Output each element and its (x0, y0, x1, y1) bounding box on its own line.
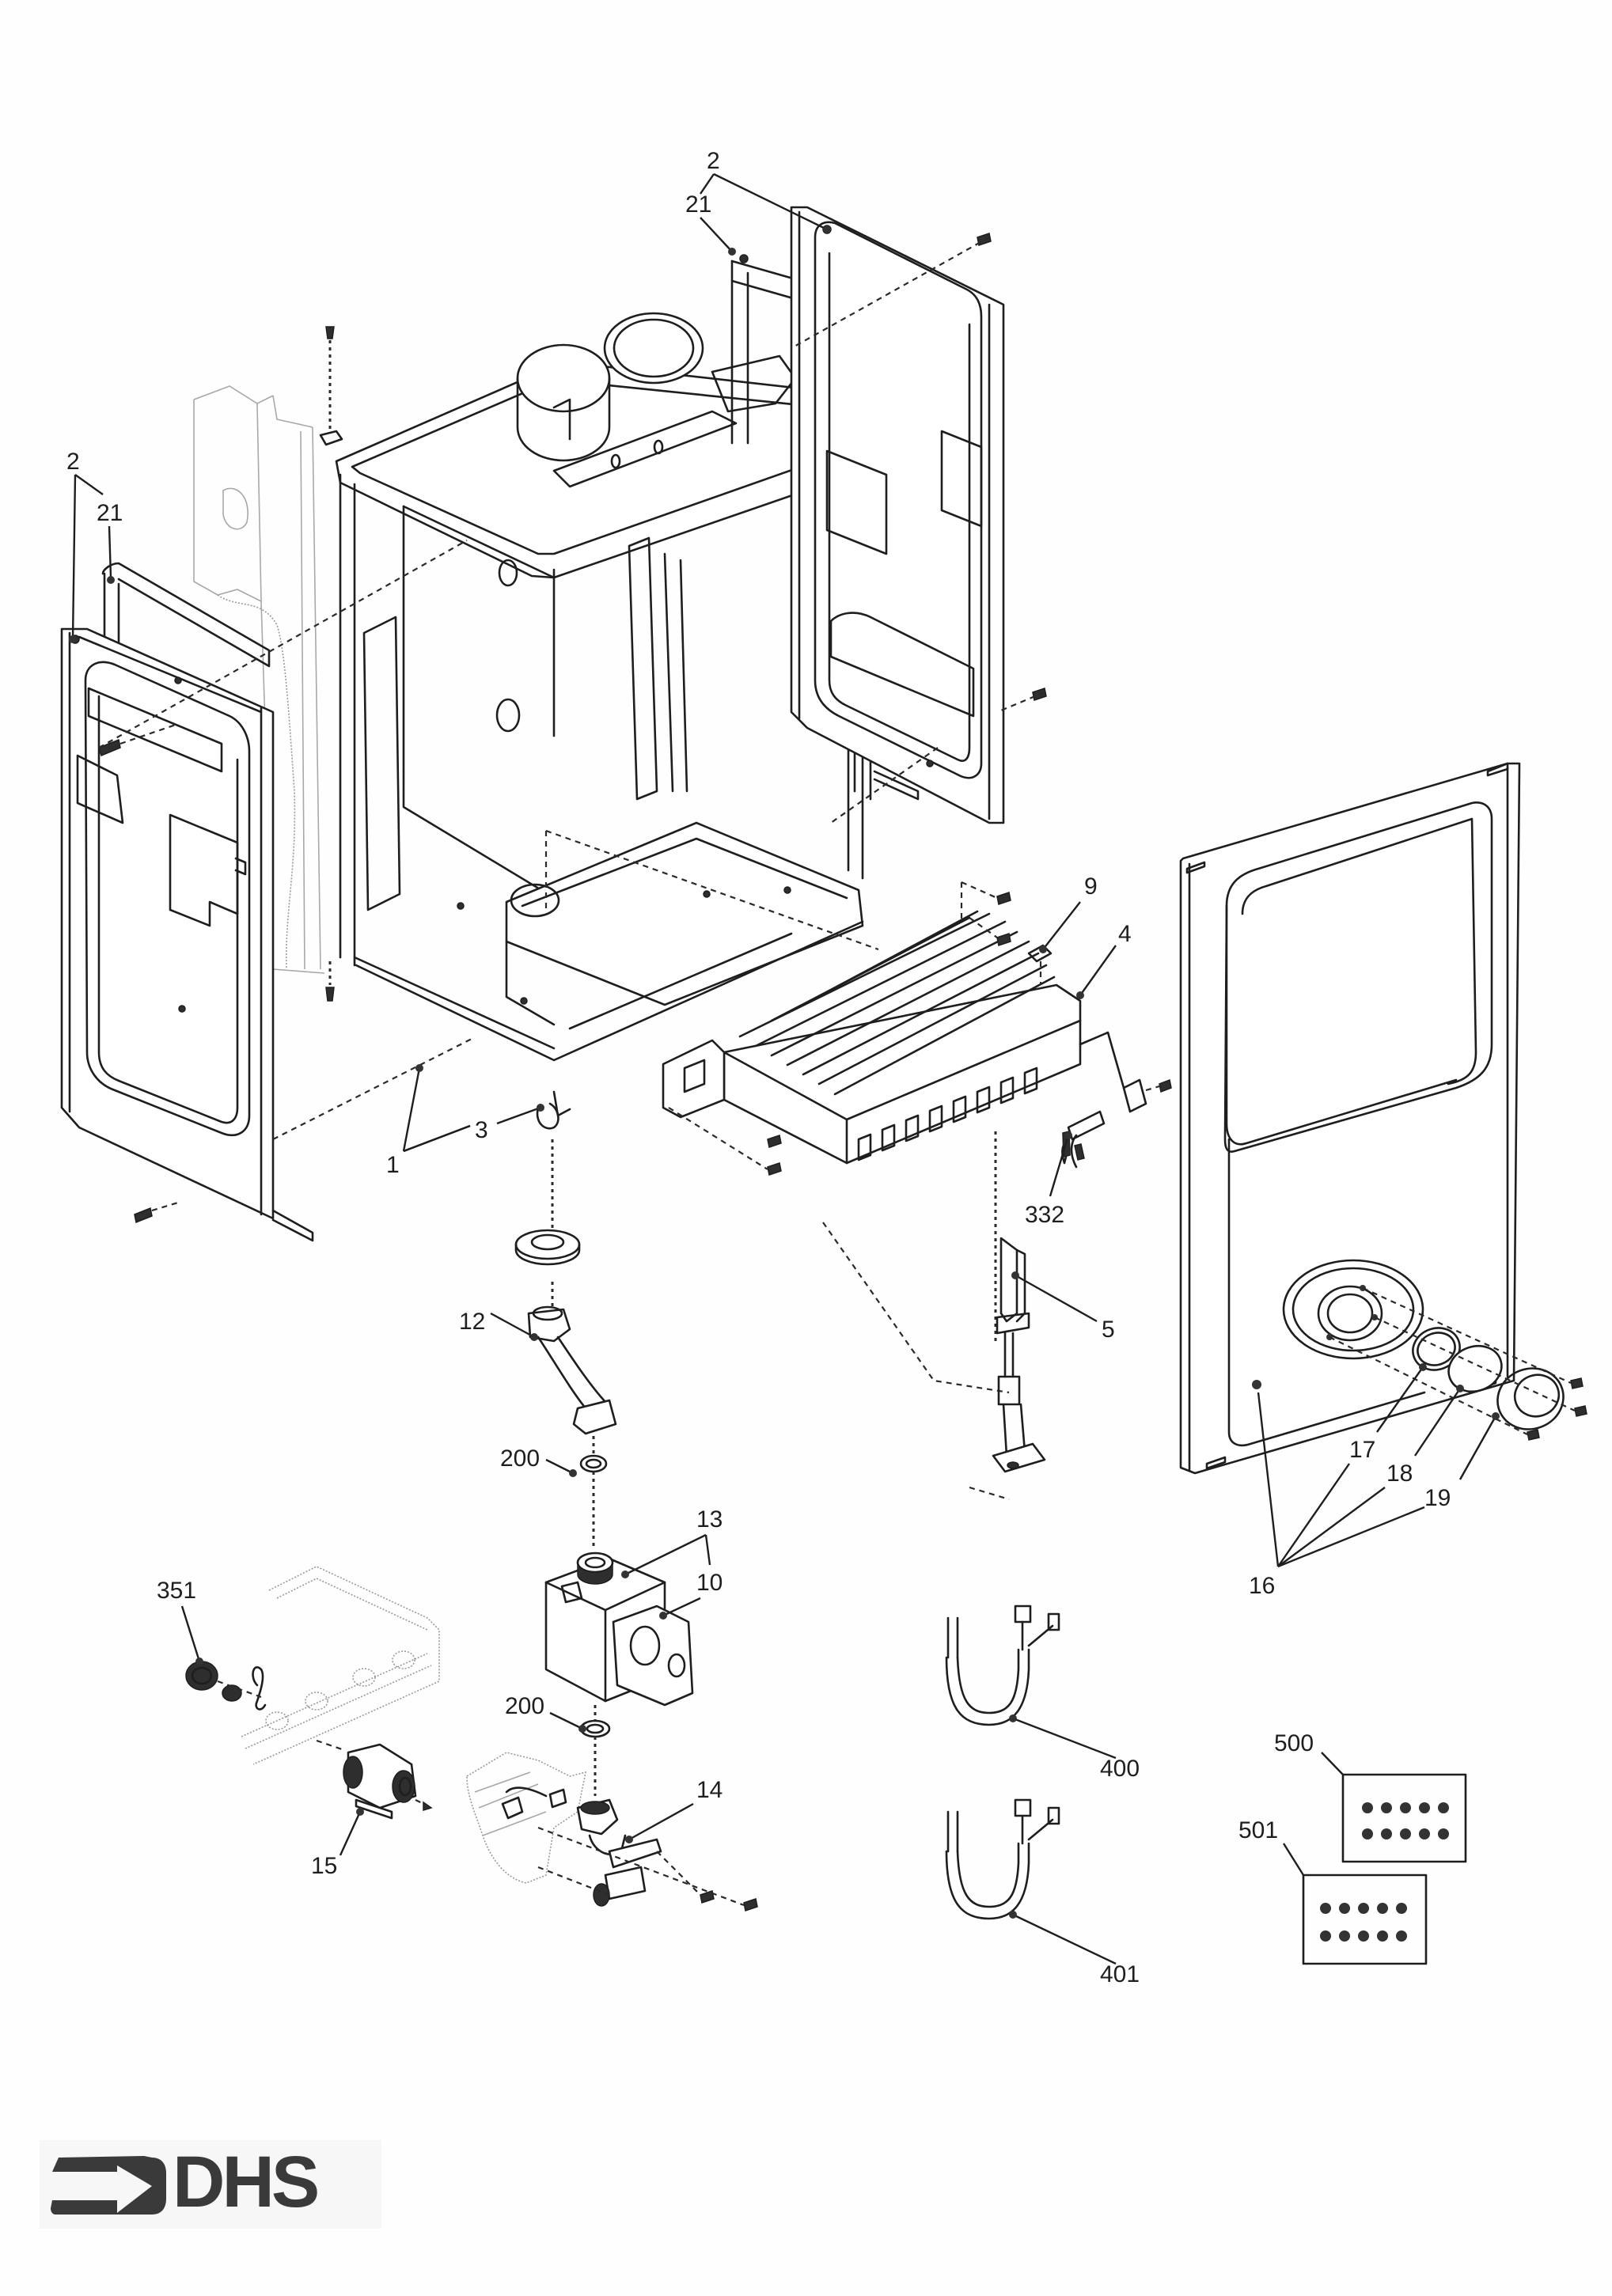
callout-3: 3 (475, 1117, 488, 1143)
callout-14: 14 (696, 1777, 723, 1803)
callout-200-upper: 200 (500, 1445, 540, 1472)
harness-400 (945, 1605, 1060, 1726)
callout-200-lower: 200 (505, 1693, 544, 1719)
callout-5: 5 (1102, 1317, 1115, 1343)
arrow-right-icon (51, 2156, 166, 2215)
callout-400: 400 (1100, 1756, 1140, 1782)
callout-2-left: 2 (66, 449, 80, 475)
front-panel (1179, 762, 1587, 1475)
callout-351: 351 (157, 1578, 196, 1604)
callout-13: 13 (696, 1506, 723, 1533)
callout-16: 16 (1249, 1573, 1275, 1599)
callout-17: 17 (1349, 1437, 1375, 1463)
logo-text: DHS (173, 2142, 320, 2222)
callout-500: 500 (1274, 1730, 1314, 1756)
callout-1: 1 (386, 1152, 400, 1178)
callout-501: 501 (1238, 1817, 1278, 1843)
burner (662, 881, 1172, 1176)
callout-332: 332 (1025, 1202, 1064, 1228)
nut-351 (185, 1661, 267, 1711)
left-side-panel (60, 562, 314, 1242)
callout-21-left: 21 (97, 500, 123, 526)
lead-332 (1061, 1110, 1106, 1169)
burner-blades (738, 910, 1056, 1096)
callout-10: 10 (696, 1570, 723, 1596)
injector-kit-501 (1302, 1874, 1428, 1965)
callout-labels: 2 21 2 21 9 4 3 1 332 5 12 200 13 10 351… (66, 148, 1451, 1987)
callout-12: 12 (459, 1309, 485, 1335)
callout-4: 4 (1118, 921, 1132, 947)
callout-19: 19 (1424, 1485, 1451, 1511)
electrode-5 (969, 1131, 1046, 1501)
callout-18: 18 (1386, 1461, 1413, 1487)
injector-kit-500 (1341, 1773, 1467, 1863)
right-side-panel (730, 206, 1047, 824)
leader-lines (71, 172, 1497, 1965)
manifold-ghost (241, 1566, 440, 1765)
callout-9: 9 (1084, 873, 1098, 900)
harness-401 (945, 1798, 1060, 1920)
connector-15 (316, 1739, 433, 1820)
callout-21-top: 21 (685, 191, 711, 218)
gas-cock-14 (466, 1752, 758, 1911)
gas-pipe-12 (514, 1229, 617, 1547)
callout-dots (69, 225, 1500, 1919)
callout-401: 401 (1100, 1961, 1140, 1987)
gas-valve (544, 1552, 694, 1796)
callout-2-top: 2 (707, 148, 720, 174)
callout-15: 15 (311, 1853, 337, 1879)
